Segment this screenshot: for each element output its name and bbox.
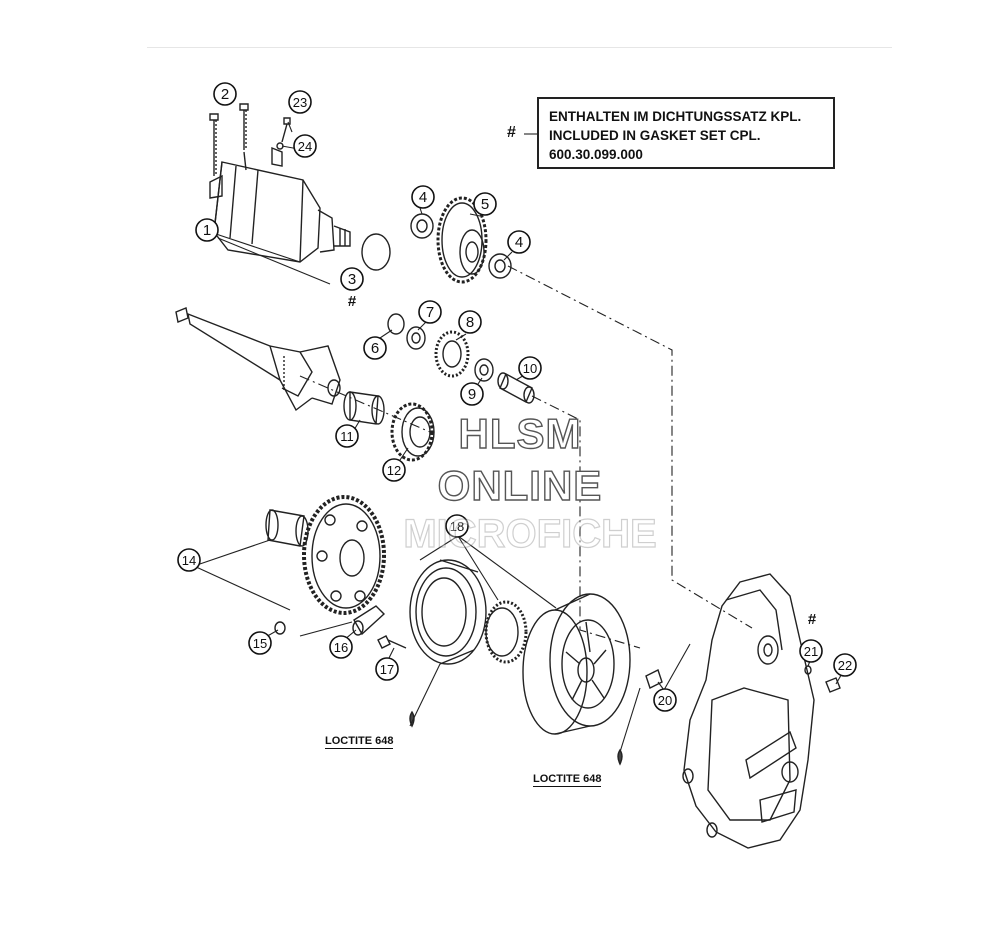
- gasket-hash-mark: #: [348, 293, 357, 310]
- callout-number: 17: [380, 662, 394, 677]
- bearing-4-right: [488, 253, 512, 279]
- screw-17: [377, 635, 407, 649]
- callout-number: 24: [298, 139, 312, 154]
- screw-15: [274, 621, 286, 635]
- callout-number: 2: [221, 86, 229, 103]
- intermediate-gear-5: [436, 196, 488, 284]
- gear-12: [390, 402, 435, 462]
- callout-number: 23: [293, 95, 307, 110]
- watermark-line-2: ONLINE: [437, 461, 603, 509]
- bearing-4-left: [410, 213, 434, 239]
- callout-number: 11: [340, 429, 354, 444]
- circlip-6: [387, 313, 405, 335]
- callout-circle: [288, 90, 312, 114]
- legend-hash-mark: #: [507, 124, 516, 141]
- callout-number: 5: [481, 196, 489, 213]
- washer-7: [406, 326, 426, 350]
- callout-circle: [833, 653, 857, 677]
- callout-circle: [473, 192, 497, 216]
- callout-number: 22: [838, 658, 852, 673]
- loctite-label-right: LOCTITE 648: [533, 773, 602, 787]
- watermark-line-3: MICROFICHE: [403, 511, 658, 556]
- callout-circle: [653, 688, 677, 712]
- rotor: [522, 593, 631, 735]
- callout-number: 18: [450, 519, 464, 534]
- callout-circle: [458, 310, 482, 334]
- callout-circle: [460, 382, 484, 406]
- gasket-set-legend: ENTHALTEN IM DICHTUNGSSATZ KPL. INCLUDED…: [537, 97, 835, 169]
- callout-circle: [329, 635, 353, 659]
- callout-number: 6: [371, 340, 379, 357]
- callout-number: 15: [253, 636, 267, 651]
- gasket-hash-mark: #: [808, 611, 817, 628]
- callout-circle: [418, 300, 442, 324]
- callout-circle: [518, 356, 542, 380]
- screw-20: [645, 669, 663, 689]
- callout-circle: [382, 458, 406, 482]
- callout-number: 3: [348, 271, 356, 288]
- shaft-10: [497, 372, 535, 404]
- callout-circle: [363, 336, 387, 360]
- callout-number: 20: [658, 693, 672, 708]
- ignition-cover: [682, 573, 815, 849]
- callout-circle: [445, 514, 469, 538]
- callout-number: 8: [466, 314, 474, 331]
- callout-number: 4: [515, 234, 523, 251]
- gear-8: [434, 330, 470, 378]
- callout-number: 7: [426, 304, 434, 321]
- callout-circle: [799, 639, 823, 663]
- callout-circle: [411, 185, 435, 209]
- callout-circle: [213, 82, 237, 106]
- screws-2: [209, 103, 249, 176]
- loctite-drop-right: [617, 748, 623, 766]
- bearing-9: [474, 358, 494, 382]
- legend-part-number: 600.30.099.000: [549, 147, 643, 162]
- starter-gear-14: [302, 495, 386, 615]
- callout-number: 1: [203, 222, 211, 239]
- assembly-axis-lines: [299, 265, 753, 649]
- callout-circle: [335, 424, 359, 448]
- callout-number: 4: [419, 189, 427, 206]
- needle-bearing-14: [265, 509, 309, 547]
- watermark-line-1: HLSM: [458, 409, 582, 457]
- callout-circle: [293, 134, 317, 158]
- callout-circle: [507, 230, 531, 254]
- callout-number: 10: [523, 361, 537, 376]
- callout-circle: [375, 657, 399, 681]
- legend-line-english: INCLUDED IN GASKET SET CPL.: [549, 128, 761, 143]
- starter-motor: [209, 146, 351, 263]
- freewheel-cage: [484, 600, 528, 664]
- loctite-label-left: LOCTITE 648: [325, 735, 394, 749]
- callout-number: 21: [804, 644, 818, 659]
- legend-line-german: ENTHALTEN IM DICHTUNGSSATZ KPL.: [549, 109, 802, 124]
- callout-circle: [248, 631, 272, 655]
- callout-circle: [177, 548, 201, 572]
- callout-number: 9: [468, 386, 476, 403]
- screw-22: [825, 677, 841, 693]
- pin-16: [352, 605, 386, 636]
- loctite-drop-left: [409, 710, 415, 728]
- callout-circle: [195, 218, 219, 242]
- header-divider: [147, 47, 892, 48]
- freewheel-18: [409, 559, 487, 665]
- callout-number: 16: [334, 640, 348, 655]
- callout-number: 14: [182, 553, 196, 568]
- crankshaft: [175, 307, 341, 412]
- callout-circle: [340, 267, 364, 291]
- needle-bearing-11: [343, 391, 385, 425]
- o-ring-3: [361, 233, 391, 271]
- callout-number: 12: [387, 463, 401, 478]
